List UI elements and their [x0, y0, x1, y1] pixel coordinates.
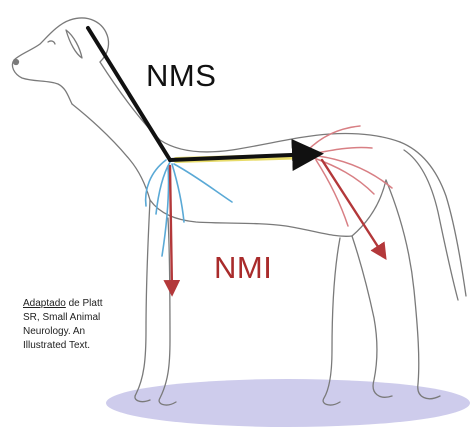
lumbosacral-nerves — [308, 126, 392, 226]
citation-line-1: Adaptado de Platt — [23, 297, 133, 311]
brachial-nerves — [146, 160, 232, 256]
nmi-arrow-front — [170, 166, 172, 292]
citation-text: Adaptado de Platt SR, Small Animal Neuro… — [23, 297, 133, 353]
nms-arrow-descending — [88, 28, 170, 160]
nmi-label: NMI — [214, 250, 272, 286]
citation-underlined-word: Adaptado — [23, 298, 66, 309]
citation-line-1-rest: de Platt — [66, 298, 103, 309]
citation-line-4: Illustrated Text. — [23, 339, 133, 353]
citation-line-2: SR, Small Animal — [23, 311, 133, 325]
nms-label: NMS — [146, 58, 216, 94]
citation-line-3: Neurology. An — [23, 325, 133, 339]
